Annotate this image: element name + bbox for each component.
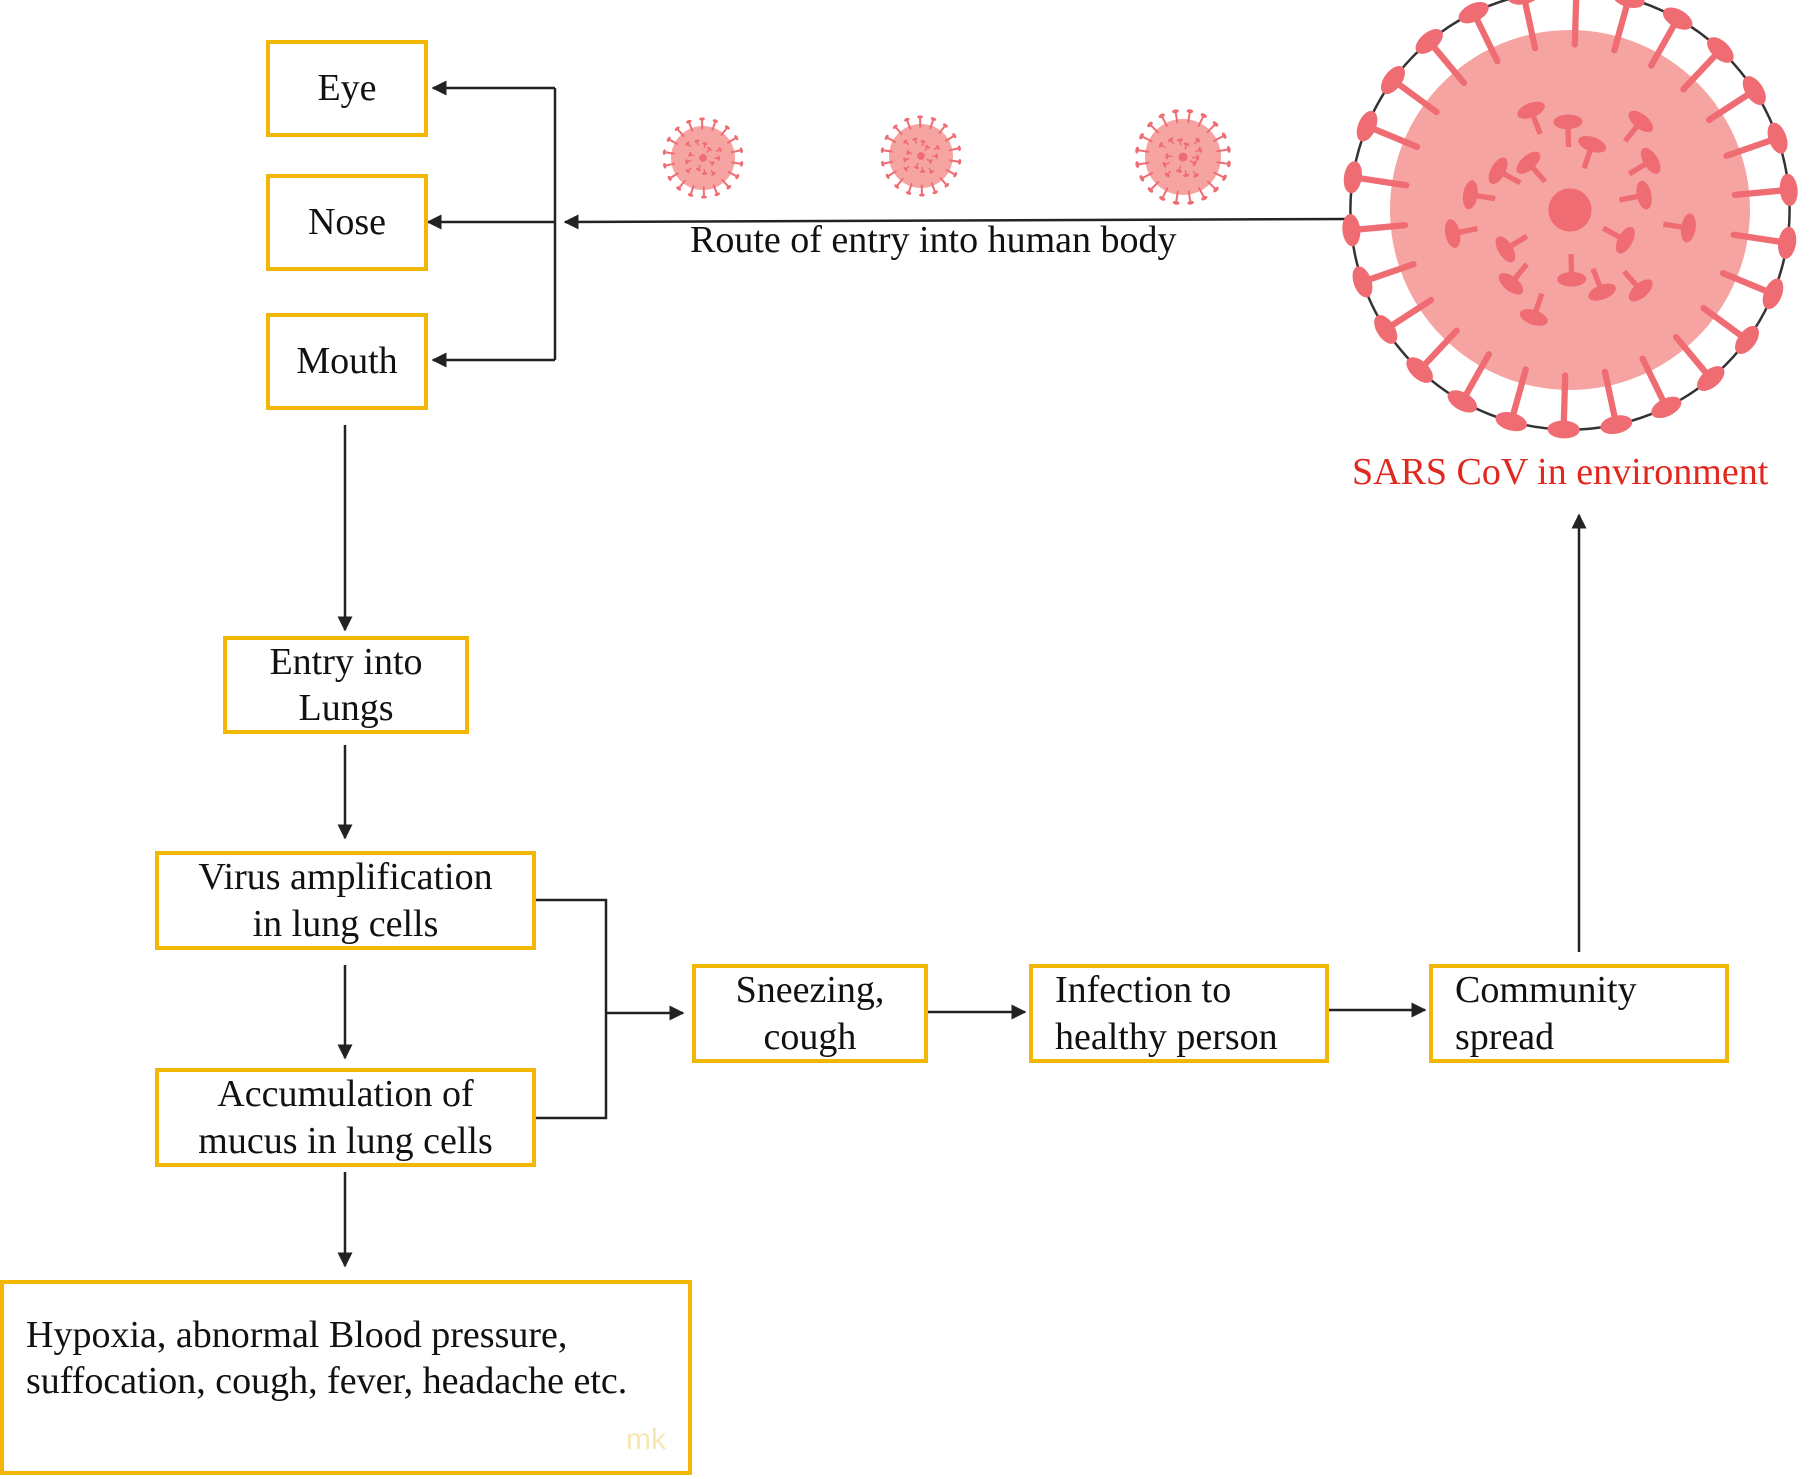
eye-label: Eye xyxy=(317,67,377,110)
small-virus-icon-2 xyxy=(880,115,962,197)
community-box: Community spread xyxy=(1429,964,1729,1063)
entry-lungs-box: Entry into Lungs xyxy=(223,636,469,734)
infection-label: Infection to healthy person xyxy=(1055,969,1278,1058)
virus-amplification-box: Virus amplification in lung cells xyxy=(155,851,536,950)
nose-box: Nose xyxy=(266,174,428,271)
mucus-label: Accumulation of mucus in lung cells xyxy=(198,1073,493,1162)
merge-bracket xyxy=(535,898,608,1120)
nose-label: Nose xyxy=(307,201,387,244)
virus-amplification-label: Virus amplification in lung cells xyxy=(198,856,493,945)
mucus-box: Accumulation of mucus in lung cells xyxy=(155,1068,536,1167)
symptoms-box: Hypoxia, abnormal Blood pressure, suffoc… xyxy=(0,1280,692,1475)
sneezing-box: Sneezing, cough xyxy=(692,964,928,1063)
large-virus-icon xyxy=(1342,0,1798,439)
route-arrow xyxy=(563,214,1351,230)
symptoms-label: Hypoxia, abnormal Blood pressure, suffoc… xyxy=(26,1314,628,1403)
environment-label: SARS CoV in environment xyxy=(1352,451,1769,493)
route-label: Route of entry into human body xyxy=(690,219,1177,261)
sneezing-label: Sneezing, cough xyxy=(735,969,885,1058)
mouth-label: Mouth xyxy=(296,340,398,383)
eye-box: Eye xyxy=(266,40,428,137)
small-virus-icon-3 xyxy=(1135,109,1231,205)
small-virus-icon-1 xyxy=(662,117,744,199)
entry-lungs-label: Entry into Lungs xyxy=(269,640,423,729)
mouth-box: Mouth xyxy=(266,313,428,410)
infection-box: Infection to healthy person xyxy=(1029,964,1329,1063)
community-label: Community spread xyxy=(1455,969,1637,1058)
watermark: mk xyxy=(626,1423,666,1456)
